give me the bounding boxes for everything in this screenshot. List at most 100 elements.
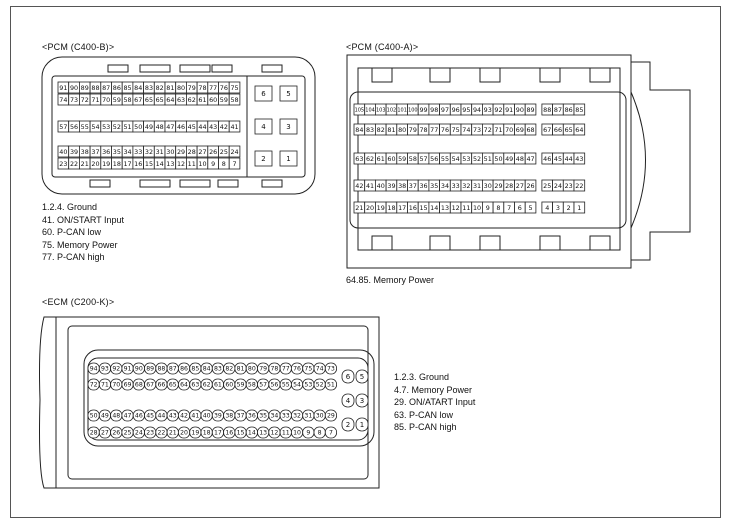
pin-cell: 15: [417, 201, 430, 214]
svg-text:62: 62: [203, 382, 211, 389]
svg-text:84: 84: [134, 84, 142, 92]
svg-text:71: 71: [101, 382, 109, 389]
svg-text:81: 81: [237, 366, 245, 373]
pin-cell: 37: [234, 409, 247, 422]
svg-text:85: 85: [191, 366, 199, 373]
svg-text:80: 80: [248, 366, 256, 373]
diagram-frame: [10, 6, 721, 518]
pin-cell: 90: [132, 362, 145, 375]
svg-text:55: 55: [81, 123, 89, 131]
pin-cell: 85: [573, 103, 586, 116]
svg-text:83: 83: [366, 126, 374, 134]
pin-cell: 77: [428, 123, 440, 136]
pin-cell: 57: [257, 378, 270, 391]
pin-cell: 75: [302, 362, 315, 375]
pin-cell: 68: [524, 123, 537, 136]
pcm-b-legend: 1.2.4. Ground 41. ON/START Input 60. P-C…: [42, 201, 124, 264]
svg-text:25: 25: [543, 182, 551, 190]
pin-cell: 25: [121, 426, 134, 439]
svg-text:63: 63: [177, 96, 185, 104]
pin-cell: 82: [223, 362, 236, 375]
svg-text:35: 35: [430, 182, 438, 190]
pin-cell: 76: [439, 123, 451, 136]
pin-cell: 55: [79, 120, 91, 133]
pin-cell: 1: [573, 201, 586, 214]
svg-text:61: 61: [198, 96, 206, 104]
pin-cell: 34: [268, 409, 281, 422]
legend-line: 29. ON/ATART Input: [394, 397, 476, 408]
pin-cell: 74: [313, 362, 326, 375]
pin-cell: 44: [155, 409, 168, 422]
svg-text:46: 46: [177, 123, 185, 131]
pin-cell: 72: [87, 378, 100, 391]
svg-text:65: 65: [156, 96, 164, 104]
pin-cell: 77: [207, 81, 219, 94]
pin-cell: 44: [196, 120, 209, 133]
pin-cell: 89: [79, 81, 91, 94]
svg-text:87: 87: [169, 366, 177, 373]
svg-text:31: 31: [156, 148, 164, 156]
pin-cell: 8: [492, 201, 505, 214]
pin-cell: 83: [143, 81, 155, 94]
svg-text:65: 65: [145, 96, 153, 104]
svg-text:22: 22: [158, 430, 166, 437]
svg-text:44: 44: [565, 155, 573, 163]
svg-text:15: 15: [237, 430, 245, 437]
pin-cell: 64: [177, 378, 191, 391]
pin-cell: 14: [153, 157, 166, 170]
svg-text:42: 42: [220, 123, 228, 131]
pin-cell: 46: [132, 409, 145, 422]
pin-cell: 43: [573, 152, 586, 165]
svg-text:78: 78: [198, 84, 206, 92]
svg-text:80: 80: [177, 84, 185, 92]
svg-text:16: 16: [225, 430, 233, 437]
pin-cell: 82: [374, 123, 387, 136]
pin-cell: 19: [374, 201, 387, 214]
pin-cell: 93: [481, 103, 494, 116]
pin-cell: 30: [164, 145, 177, 158]
pin-cell: 24: [228, 145, 241, 158]
pin-cell: 23: [57, 157, 70, 170]
pin-cell: 12: [175, 157, 187, 170]
svg-text:59: 59: [113, 96, 121, 104]
pin-cell: 53: [302, 378, 315, 391]
svg-text:10: 10: [198, 160, 206, 168]
pin-cell: 79: [185, 81, 198, 94]
pin-cell: 69: [514, 123, 526, 136]
pin-cell: 82: [153, 81, 166, 94]
side-pin-cell: 6: [254, 85, 273, 102]
pin-cell: 57: [417, 152, 430, 165]
svg-text:51: 51: [327, 382, 335, 389]
pin-cell: 73: [324, 362, 337, 375]
pin-cell: 13: [257, 426, 270, 439]
pin-cell: 91: [503, 103, 515, 116]
svg-text:30: 30: [166, 148, 174, 156]
pin-cell: 60: [385, 152, 398, 165]
pin-cell: 63: [175, 93, 187, 106]
svg-text:3: 3: [360, 397, 364, 405]
pin-cell: 49: [143, 120, 155, 133]
svg-text:61: 61: [377, 155, 385, 163]
pin-cell: 20: [177, 426, 191, 439]
pin-cell: 12: [449, 201, 462, 214]
svg-text:101: 101: [397, 107, 407, 113]
pin-cell: 91: [121, 362, 134, 375]
legend-line: 64.85. Memory Power: [346, 275, 435, 285]
svg-text:82: 82: [377, 126, 385, 134]
svg-text:63: 63: [355, 155, 363, 163]
pin-cell: 77: [279, 362, 292, 375]
svg-text:60: 60: [387, 155, 395, 163]
pin-cell: 34: [121, 145, 134, 158]
pin-cell: 22: [573, 179, 586, 192]
svg-text:82: 82: [156, 84, 164, 92]
pin-cell: 86: [111, 81, 123, 94]
svg-text:43: 43: [209, 123, 217, 131]
svg-text:79: 79: [259, 366, 267, 373]
svg-text:87: 87: [102, 84, 110, 92]
svg-text:56: 56: [271, 382, 279, 389]
pin-cell: 59: [396, 152, 408, 165]
pcm-a-housing: [346, 54, 691, 269]
pin-cell: 65: [562, 123, 575, 136]
pin-cell: 4: [541, 201, 554, 214]
pin-cell: 20: [89, 157, 102, 170]
